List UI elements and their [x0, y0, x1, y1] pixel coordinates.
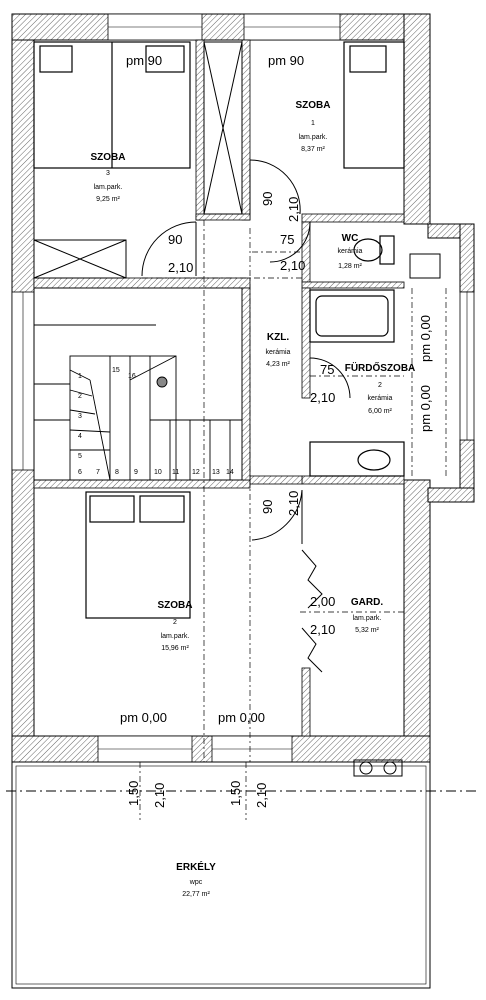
bathtub: [309, 289, 395, 343]
room-floor: kerámia: [266, 349, 291, 356]
room-kzl: KZL. kerámia 4,23 m²: [266, 332, 291, 368]
door-width-label: 1,50: [126, 781, 141, 806]
room-name: FÜRDŐSZOBA: [345, 361, 416, 374]
stair-step: 16: [128, 373, 136, 380]
room-area: 8,37 m²: [301, 146, 325, 153]
stair-step: 5: [78, 453, 82, 460]
door-width-label: 90: [260, 500, 275, 514]
room-name: KZL.: [267, 332, 289, 343]
stair-step: 15: [112, 367, 120, 374]
stair-step: 13: [212, 469, 220, 476]
room-name: GARD.: [351, 597, 383, 608]
stair-step: 11: [172, 469, 179, 476]
sill-height-label: pm 0,00: [418, 315, 433, 362]
door-width-label: 75: [280, 232, 294, 247]
bed-szoba1: [343, 41, 405, 169]
shower: [309, 441, 405, 477]
room-szoba3: SZOBA 3 lam.park. 9,25 m²: [91, 152, 126, 203]
toilet: [353, 235, 395, 265]
room-floor: lam.park.: [353, 615, 382, 622]
stair-step: 3: [78, 413, 82, 420]
door-width-label: 75: [320, 362, 334, 377]
door-height-label: 2,10: [310, 390, 335, 405]
room-name: SZOBA: [296, 100, 331, 111]
door-width-label: 90: [168, 232, 182, 247]
door-height-label: 2,10: [310, 622, 335, 637]
dimension-labels: pm 90 pm 90 90 2,10 90 2,10 75 2,10 75 2…: [120, 53, 433, 808]
stair-step: 2: [78, 393, 82, 400]
door-width-label: 2,00: [310, 594, 335, 609]
room-floor: lam.park.: [161, 633, 190, 640]
room-szoba1: SZOBA 1 lam.park. 8,37 m²: [296, 100, 331, 153]
room-area: 6,00 m²: [368, 408, 392, 415]
room-erkely: ERKÉLY wpc 22,77 m²: [176, 860, 216, 898]
staircase: [33, 287, 243, 481]
room-area: 22,77 m²: [182, 891, 210, 898]
room-furdoszoba: FÜRDŐSZOBA 2 kerámia 6,00 m²: [345, 361, 416, 415]
room-area: 1,28 m²: [338, 263, 362, 270]
room-name: SZOBA: [158, 600, 193, 611]
stair-step: 6: [78, 469, 82, 476]
stair-numbers: 1 2 3 4 5 6 7 8 9 10 11 12 13 14 15 16: [78, 367, 234, 476]
sill-height-label: pm 0,00: [418, 385, 433, 432]
room-name: SZOBA: [91, 152, 126, 163]
stair-step: 14: [226, 469, 234, 476]
door-swings: [141, 159, 351, 673]
stair-step: 7: [96, 469, 100, 476]
door-height-label: 2,10: [280, 258, 305, 273]
door-width-label: 90: [260, 192, 275, 206]
balcony: [11, 761, 431, 989]
stair-step: 9: [134, 469, 138, 476]
wardrobe-szoba3: [33, 239, 127, 279]
stair-step: 1: [78, 373, 82, 380]
room-wc: WC kerámia 1,28 m²: [338, 233, 363, 270]
room-floor: lam.park.: [299, 134, 328, 141]
sill-height-label: pm 90: [126, 53, 162, 68]
room-floor: lam.park.: [94, 184, 123, 191]
bed-szoba2: [85, 491, 191, 619]
washbasin: [409, 253, 441, 279]
room-floor: kerámia: [368, 395, 393, 402]
door-height-label: 2,10: [254, 783, 269, 808]
drain-symbols: [353, 759, 403, 777]
room-number: 2: [173, 619, 177, 626]
room-number: 3: [106, 170, 110, 177]
room-name: ERKÉLY: [176, 860, 216, 873]
room-area: 9,25 m²: [96, 196, 120, 203]
room-floor: wpc: [189, 879, 203, 886]
room-area: 4,23 m²: [266, 361, 290, 368]
stair-step: 8: [115, 469, 119, 476]
door-width-label: 1,50: [228, 781, 243, 806]
door-height-label: 2,10: [286, 197, 301, 222]
room-area: 15,96 m²: [161, 645, 189, 652]
room-number: 2: [378, 382, 382, 389]
sill-height-label: pm 90: [268, 53, 304, 68]
stair-step: 12: [192, 469, 200, 476]
stair-step: 4: [78, 433, 82, 440]
stair-step: 10: [154, 469, 162, 476]
room-name: WC: [342, 233, 359, 244]
sill-height-label: pm 0,00: [218, 710, 265, 725]
door-height-label: 2,10: [152, 783, 167, 808]
room-floor: kerámia: [338, 248, 363, 255]
wardrobe-hall: [203, 41, 243, 215]
interior-walls: [33, 39, 405, 737]
room-area: 5,32 m²: [355, 627, 379, 634]
door-height-label: 2,10: [286, 491, 301, 516]
bed-szoba3: [33, 41, 191, 169]
room-szoba2: SZOBA 2 lam.park. 15,96 m²: [158, 600, 193, 652]
sill-height-label: pm 0,00: [120, 710, 167, 725]
room-number: 1: [311, 120, 315, 127]
door-height-label: 2,10: [168, 260, 193, 275]
room-gard: GARD. lam.park. 5,32 m²: [351, 597, 383, 634]
